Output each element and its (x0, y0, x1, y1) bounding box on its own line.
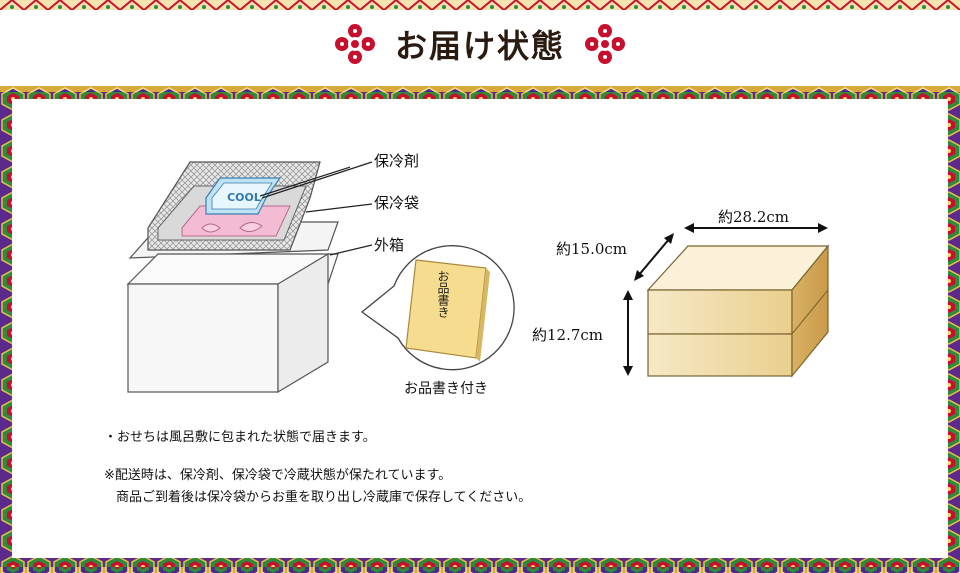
title-row: お届け状態 (0, 14, 960, 74)
note-delivery: ※配送時は、保冷剤、保冷袋で冷蔵状態が保たれています。 (104, 468, 452, 483)
top-border-pattern (0, 0, 960, 10)
menu-card-text: お品書き (436, 270, 450, 318)
page-title: お届け状態 (394, 27, 565, 65)
label-cool-bag: 保冷袋 (374, 194, 420, 212)
furoshiki-bow (201, 222, 263, 233)
dimension-depth-label: 約15.0cm (556, 240, 628, 258)
packaging-diagram: COOL (126, 161, 350, 394)
jubako-side (791, 244, 829, 378)
jubako-tier-lower (647, 333, 793, 377)
label-ice-pack: 保冷剤 (374, 152, 420, 170)
jubako-tier-upper (647, 289, 793, 335)
header: お届け状態 (0, 10, 960, 86)
jubako-diagram (623, 223, 830, 378)
flower-crest-icon (585, 24, 625, 64)
dimension-width-label: 約28.2cm (718, 208, 790, 226)
menu-card-caption: お品書き付き (404, 381, 488, 397)
flower-crest-icon (334, 24, 375, 64)
outer-box-front (127, 283, 279, 393)
dimension-height-label: 約12.7cm (532, 326, 604, 344)
outer-box-side (277, 252, 329, 394)
note-storage: 商品ご到着後は保冷袋からお重を取り出し冷蔵庫で保存してください。 (116, 490, 532, 505)
cool-pack-text: COOL (227, 191, 261, 204)
menu-card-bubble (360, 245, 515, 371)
note-furoshiki: ・おせちは風呂敷に包まれた状態で届きます。 (104, 430, 376, 445)
label-outer-box: 外箱 (374, 236, 405, 254)
